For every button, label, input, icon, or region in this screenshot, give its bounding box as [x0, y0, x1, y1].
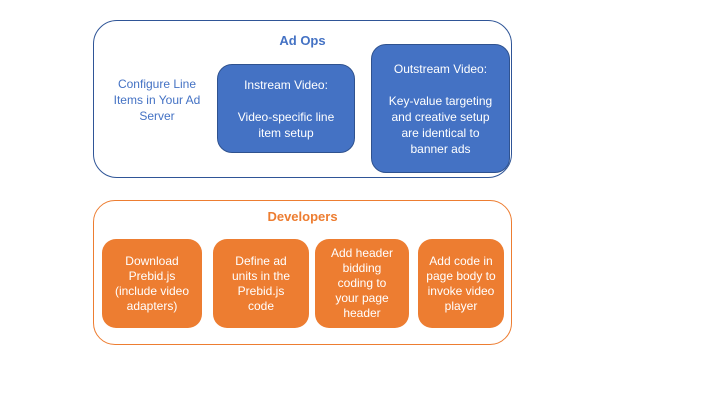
configure-line-items-note: Configure Line Items in Your Ad Server — [113, 77, 201, 123]
developers-group: Developers Download Prebid.js (include v… — [93, 200, 512, 345]
ad-ops-title: Ad Ops — [279, 33, 326, 48]
developers-title: Developers — [267, 209, 338, 224]
add-page-body-code-step-box: Add code in page body to invoke video pl… — [418, 239, 504, 328]
download-prebid-step-box: Download Prebid.js (include video adapte… — [102, 239, 202, 328]
ad-ops-group: Ad Ops Configure Line Items in Your Ad S… — [93, 20, 512, 178]
instream-video-box: Instream Video: Video-specific line item… — [217, 64, 355, 153]
add-header-bidding-step-box: Add header bidding coding to your page h… — [315, 239, 409, 328]
define-ad-units-step-box: Define ad units in the Prebid.js code — [213, 239, 309, 328]
outstream-video-box: Outstream Video: Key-value targeting and… — [371, 44, 510, 173]
